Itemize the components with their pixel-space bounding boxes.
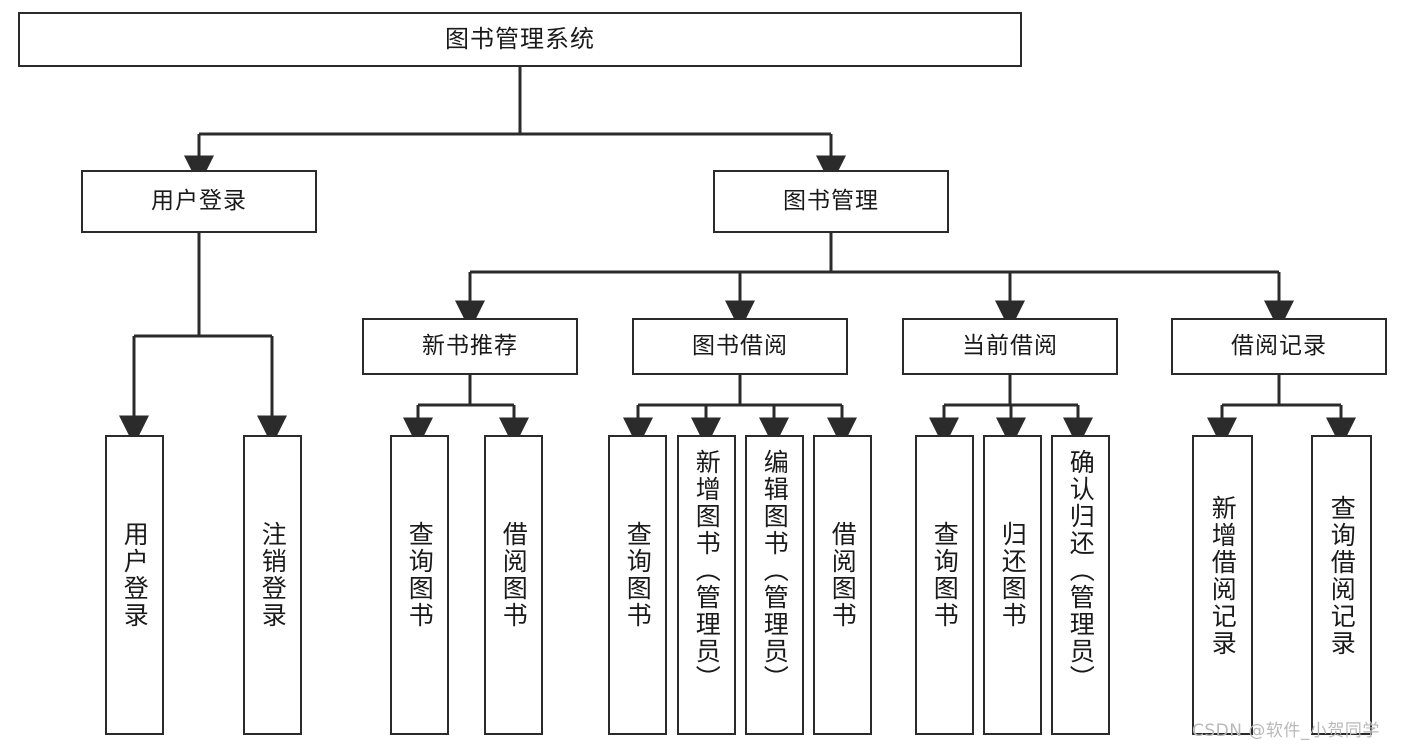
leaf-label: 借阅图书 [499,521,529,629]
node-label: 图书管理系统 [445,25,595,54]
leaf-add-book[interactable]: 新增图书（管理员） [677,435,736,735]
leaf-label: 查询借阅记录 [1327,495,1357,657]
node-new-book-recommend[interactable]: 新书推荐 [362,318,578,375]
leaf-return-book[interactable]: 归还图书 [983,435,1042,735]
leaf-label: 用户登录 [120,521,150,629]
leaf-label: 新增图书（管理员） [692,449,722,692]
node-borrow-record[interactable]: 借阅记录 [1171,318,1387,375]
leaf-confirm-return[interactable]: 确认归还（管理员） [1051,435,1110,735]
leaf-label: 新增借阅记录 [1208,495,1238,657]
leaf-add-borrow-record[interactable]: 新增借阅记录 [1192,435,1253,735]
node-root-system[interactable]: 图书管理系统 [18,12,1022,67]
leaf-label: 查询图书 [405,521,435,629]
leaf-label: 编辑图书（管理员） [760,449,790,692]
node-book-manage[interactable]: 图书管理 [713,170,949,233]
node-book-borrow[interactable]: 图书借阅 [632,318,848,375]
leaf-logout-login[interactable]: 注销登录 [243,435,302,735]
leaf-user-login[interactable]: 用户登录 [105,435,164,735]
leaf-edit-book[interactable]: 编辑图书（管理员） [745,435,804,735]
leaf-label: 归还图书 [998,521,1028,629]
leaf-query-book-3[interactable]: 查询图书 [915,435,974,735]
node-label: 新书推荐 [422,332,518,359]
csdn-watermark: CSDN @软件_小贺同学 [1192,716,1380,741]
node-label: 借阅记录 [1231,332,1327,359]
node-label: 用户登录 [151,187,247,214]
node-current-borrow[interactable]: 当前借阅 [902,318,1118,375]
leaf-query-book-1[interactable]: 查询图书 [390,435,449,735]
leaf-label: 借阅图书 [828,521,858,629]
leaf-label: 查询图书 [930,521,960,629]
leaf-label: 查询图书 [623,521,653,629]
leaf-query-borrow-record[interactable]: 查询借阅记录 [1311,435,1372,735]
leaf-query-book-2[interactable]: 查询图书 [608,435,667,735]
leaf-borrow-book-2[interactable]: 借阅图书 [813,435,872,735]
leaf-label: 注销登录 [258,521,288,629]
leaf-label: 确认归还（管理员） [1066,449,1096,692]
watermark-text: CSDN @软件_小贺同学 [1192,721,1380,741]
node-label: 图书管理 [783,187,879,214]
node-label: 图书借阅 [692,332,788,359]
node-user-login[interactable]: 用户登录 [81,170,317,233]
leaf-borrow-book-1[interactable]: 借阅图书 [484,435,543,735]
node-label: 当前借阅 [962,332,1058,359]
